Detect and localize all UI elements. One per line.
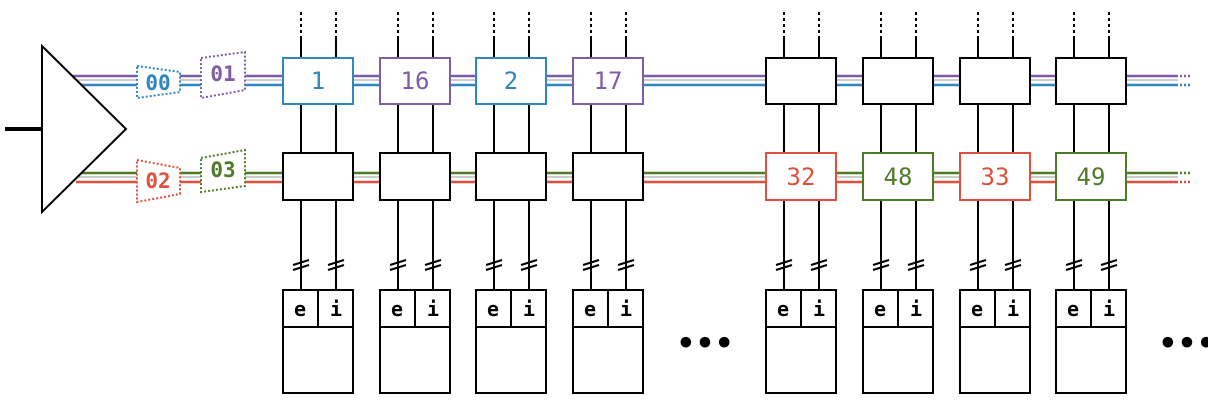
capacitor-mark <box>1065 264 1083 271</box>
cell-label-i: i <box>1103 297 1115 321</box>
top-row-box <box>862 57 934 105</box>
capacitor-mark <box>485 264 503 271</box>
top-row-box <box>282 57 354 105</box>
capacitor-mark <box>1100 259 1118 266</box>
capacitor-mark <box>617 259 635 266</box>
capacitor-mark <box>1004 259 1022 266</box>
channel-tag-01: 01 <box>200 50 246 100</box>
cell-label-e: e <box>1067 297 1079 321</box>
capacitor-mark <box>582 264 600 271</box>
capacitor-mark <box>617 264 635 271</box>
capacitor-mark <box>327 259 345 266</box>
bottom-row-box <box>862 152 934 201</box>
cell-label-i: i <box>523 297 535 321</box>
capacitor-mark <box>520 259 538 266</box>
bottom-row-box-label: 32 <box>787 163 816 191</box>
channel-tags: 00 01 02 03 <box>136 50 246 204</box>
channel-tag-00-label: 00 <box>145 71 170 95</box>
capacitor-mark <box>907 259 925 266</box>
amplifier-triangle <box>5 43 128 215</box>
cell-label-e: e <box>971 297 983 321</box>
channel-tag-00: 00 <box>136 64 181 100</box>
capacitor-mark <box>872 264 890 271</box>
bottom-row-box-label: 33 <box>981 163 1010 191</box>
capacitor-mark <box>810 259 828 266</box>
capacitor-mark <box>969 264 987 271</box>
cell-label-i: i <box>330 297 342 321</box>
capacitor-mark <box>1004 264 1022 271</box>
capacitor-mark <box>389 264 407 271</box>
cell-label-e: e <box>487 297 499 321</box>
top-row-box <box>959 57 1031 105</box>
capacitor-mark <box>775 264 793 271</box>
capacitor-mark <box>775 259 793 266</box>
bottom-row-box <box>572 152 644 201</box>
top-row-box-label: 1 <box>311 67 325 95</box>
top-row-box-label: 2 <box>504 67 518 95</box>
channel-tag-02: 02 <box>136 158 181 204</box>
top-row-box <box>765 57 837 105</box>
capacitor-mark <box>424 259 442 266</box>
cell-label-i: i <box>1007 297 1019 321</box>
top-row-box-label: 16 <box>401 67 430 95</box>
capacitor-mark <box>872 259 890 266</box>
channel-tag-03: 03 <box>200 148 246 194</box>
storage-cell <box>475 289 547 394</box>
channel-tag-01-label: 01 <box>210 62 235 86</box>
bottom-row-box <box>475 152 547 201</box>
cell-label-i: i <box>910 297 922 321</box>
capacitor-mark <box>582 259 600 266</box>
cell-label-i: i <box>427 297 439 321</box>
top-row-box <box>379 57 451 105</box>
cell-label-e: e <box>584 297 596 321</box>
cell-label-e: e <box>777 297 789 321</box>
capacitor-mark <box>292 259 310 266</box>
channel-tag-03-label: 03 <box>210 158 235 182</box>
channel-tag-02-label: 02 <box>145 169 170 193</box>
bottom-row-box-label: 48 <box>884 163 913 191</box>
capacitor-mark <box>969 259 987 266</box>
top-row-box <box>1055 57 1127 105</box>
capacitor-mark <box>1100 264 1118 271</box>
bottom-row-box <box>765 152 837 201</box>
cell-label-e: e <box>874 297 886 321</box>
capacitor-mark <box>292 264 310 271</box>
capacitor-mark <box>810 264 828 271</box>
bottom-row-box <box>282 152 354 201</box>
capacitor-mark <box>424 264 442 271</box>
capacitor-mark <box>1065 259 1083 266</box>
cell-label-e: e <box>391 297 403 321</box>
bottom-row-box <box>379 152 451 201</box>
capacitor-mark <box>327 264 345 271</box>
cell-label-e: e <box>294 297 306 321</box>
ellipsis-middle: ••• <box>676 327 734 362</box>
cell-label-i: i <box>620 297 632 321</box>
capacitor-mark <box>389 259 407 266</box>
cell-label-i: i <box>813 297 825 321</box>
capacitor-mark <box>907 264 925 271</box>
bottom-row-box <box>1055 152 1127 201</box>
ellipsis-right: ••• <box>1158 327 1208 362</box>
top-row-box <box>572 57 644 105</box>
bottom-row-box <box>959 152 1031 201</box>
top-row-box <box>475 57 547 105</box>
bottom-row-box-label: 49 <box>1077 163 1106 191</box>
top-row-box-label: 17 <box>594 67 623 95</box>
capacitor-mark <box>520 264 538 271</box>
capacitor-mark <box>485 259 503 266</box>
